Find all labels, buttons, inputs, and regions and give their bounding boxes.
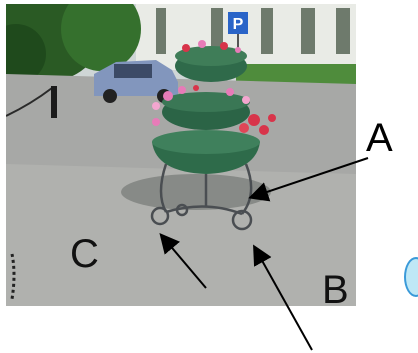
label-b: B — [322, 268, 349, 312]
bollard — [51, 86, 57, 118]
label-c: C — [70, 232, 99, 276]
grass — [236, 64, 356, 86]
metal-stand — [150, 163, 253, 231]
edge-shape — [404, 257, 418, 297]
trees — [6, 4, 141, 84]
top-planter — [175, 40, 247, 82]
bottom-planter — [152, 114, 276, 174]
planter-photo: P — [6, 4, 356, 306]
building-windows — [156, 8, 350, 54]
svg-text:P: P — [233, 16, 244, 33]
label-a: A — [366, 116, 393, 160]
middle-planter — [152, 85, 250, 130]
